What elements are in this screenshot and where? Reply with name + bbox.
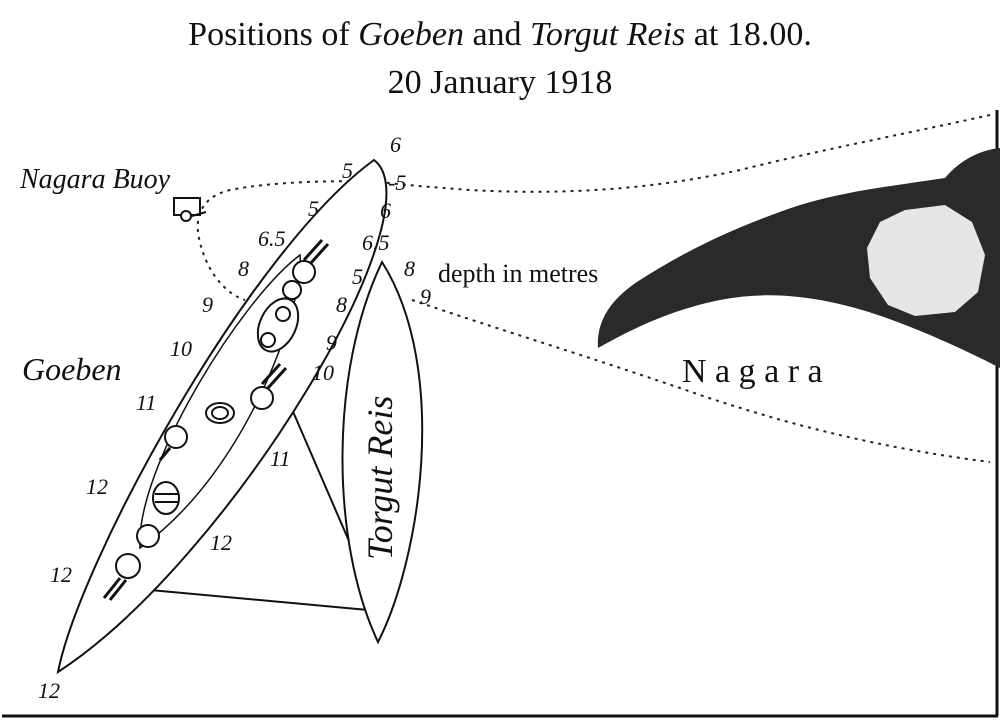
torgut-reis-label: Torgut Reis <box>360 396 400 560</box>
sounding: 6 <box>380 198 391 223</box>
sounding: 6.5 <box>362 230 390 255</box>
sounding: 11 <box>136 390 156 415</box>
depth-legend: depth in metres <box>438 259 598 288</box>
sounding: 9 <box>420 284 431 309</box>
sounding: -5 <box>388 170 406 195</box>
torgut-reis-hull <box>341 259 424 645</box>
nagara-landmass <box>597 148 1000 368</box>
goeben-turret-wing <box>250 362 288 410</box>
sounding: 8 <box>404 256 415 281</box>
buoy-label: Nagara Buoy <box>19 164 171 195</box>
bearing-line-1 <box>287 399 353 549</box>
depth-soundings: 6 5 -5 5 6 6.5 6.5 8 5 8 9 9 8 10 9 10 1… <box>38 132 431 703</box>
sounding: 10 <box>312 360 334 385</box>
sounding: 12 <box>50 562 72 587</box>
sounding: 9 <box>202 292 213 317</box>
buoy-circle <box>180 210 192 222</box>
sounding: 10 <box>170 336 192 361</box>
goeben-turret-c <box>158 425 188 461</box>
sounding: 12 <box>86 474 108 499</box>
sounding: 12 <box>210 530 232 555</box>
nagara-fort <box>867 205 985 316</box>
nagara-label: N a g a r a <box>682 353 823 390</box>
goeben-bridge <box>256 297 300 353</box>
buoy-line <box>191 211 207 217</box>
goeben-label: Goeben <box>22 351 122 387</box>
sounding: 9 <box>326 330 337 355</box>
goeben-turret-e <box>102 553 141 601</box>
goeben-turret-a <box>292 238 330 284</box>
sounding: 11 <box>270 446 290 471</box>
goeben-turret-d <box>136 524 160 548</box>
shoal-boundary-north <box>196 114 991 301</box>
goeben-turret-b <box>282 280 302 300</box>
sounding: 8 <box>336 292 347 317</box>
sounding: 5 <box>308 196 319 221</box>
goeben-funnel <box>205 402 235 424</box>
sounding: 12 <box>38 678 60 703</box>
bearing-line-2 <box>149 589 369 611</box>
map-title-line2: 20 January 1918 <box>387 64 613 101</box>
sounding: 8 <box>238 256 249 281</box>
goeben-aft-structure <box>152 481 180 515</box>
map-title-line1: Positions of Goeben and Torgut Reis at 1… <box>188 16 812 53</box>
sounding: 5 <box>342 158 353 183</box>
sounding: 6.5 <box>258 226 286 251</box>
sounding: 5 <box>352 264 363 289</box>
sounding: 6 <box>390 132 401 157</box>
